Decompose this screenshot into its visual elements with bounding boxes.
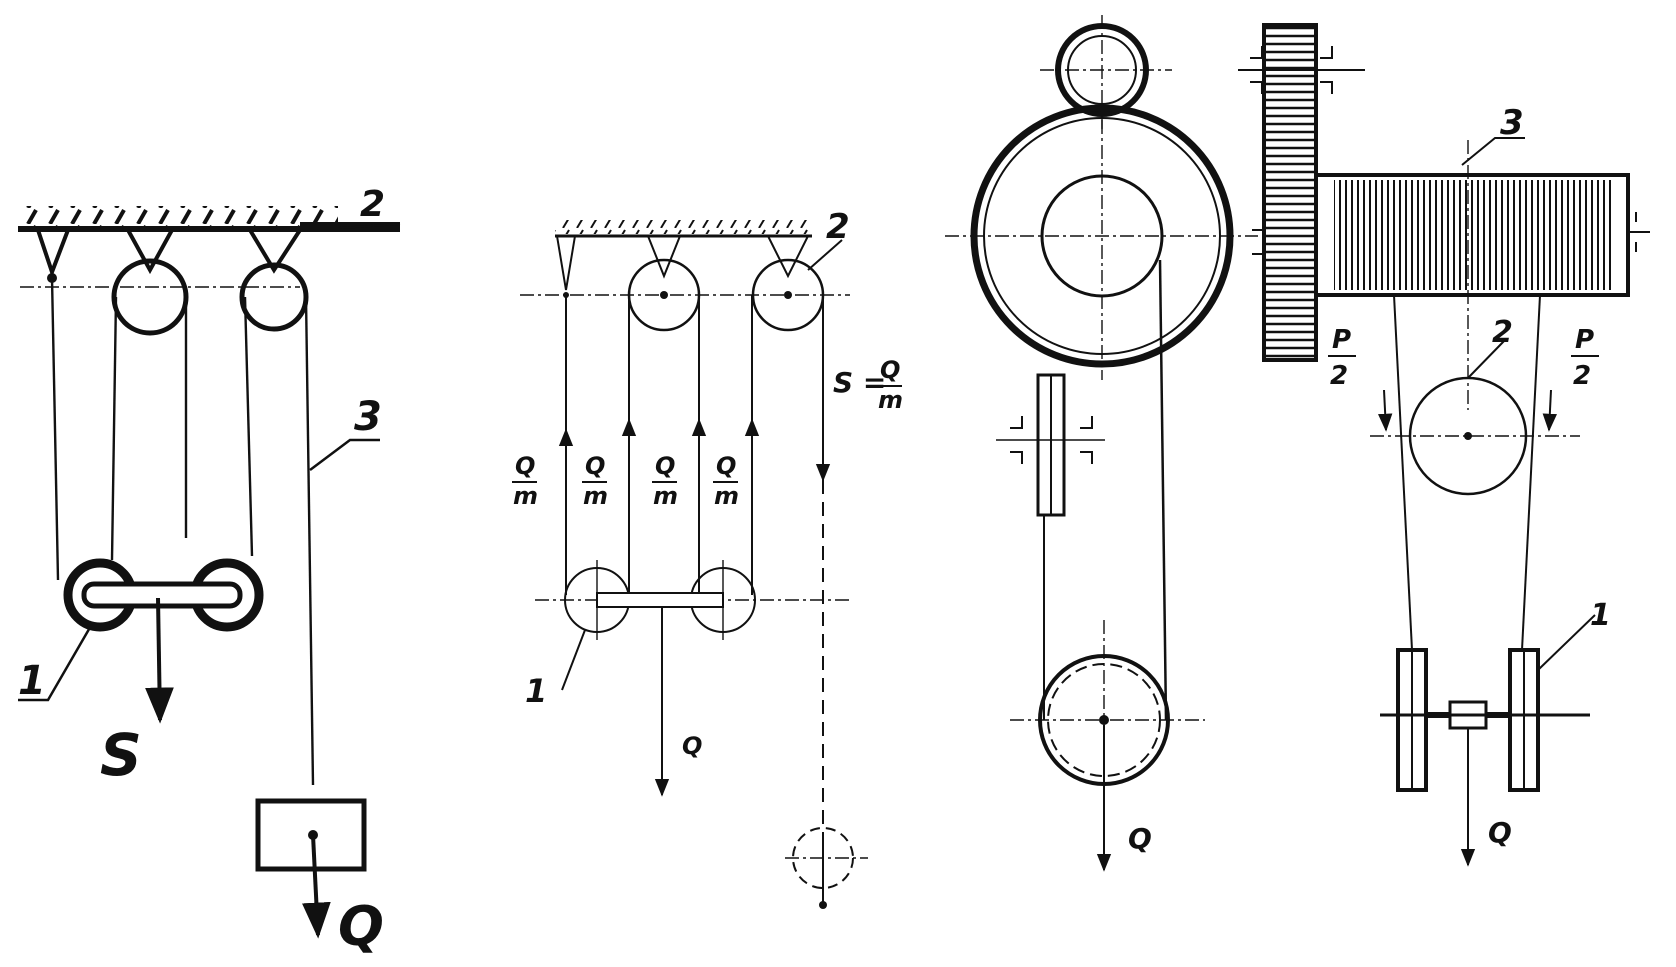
block-bar xyxy=(81,581,243,609)
ceiling-hatch xyxy=(20,206,338,228)
label-b-2: 2 xyxy=(826,207,850,247)
label-qm-1-den: m xyxy=(513,482,538,510)
rope-c-right xyxy=(1158,259,1168,721)
figure-a: 2 3 1 S Q xyxy=(18,184,401,958)
label-qm-2-den: m xyxy=(583,482,608,510)
label-qm-4-num: Q xyxy=(716,452,736,480)
label-qm-3-num: Q xyxy=(655,452,675,480)
label-d-2: 2 xyxy=(1492,315,1513,350)
load-block xyxy=(255,798,367,872)
label-d-p-left-num: P xyxy=(1332,325,1351,355)
label-b-s-den: m xyxy=(878,386,903,414)
label-qm-1-num: Q xyxy=(515,452,535,480)
figure-b: 2 1 S = Q m Q m Q m Q m Q m Q xyxy=(512,207,903,909)
label-s: S xyxy=(100,721,142,789)
label-b-s: S = xyxy=(833,366,886,399)
label-b-q: Q xyxy=(682,732,702,760)
label-c-q: Q xyxy=(1128,822,1152,855)
gear-d xyxy=(1262,23,1318,362)
label-qm-4-den: m xyxy=(714,482,739,510)
label-2: 2 xyxy=(360,184,385,225)
label-1: 1 xyxy=(18,658,46,704)
rope-to-load xyxy=(304,296,315,786)
label-q: Q xyxy=(338,895,384,958)
label-d-1: 1 xyxy=(1590,598,1611,633)
figure-c: Q xyxy=(945,15,1258,872)
label-qm-3-den: m xyxy=(653,482,678,510)
label-d-p-left-den: 2 xyxy=(1330,361,1348,391)
label-qm-2-num: Q xyxy=(585,452,605,480)
label-d-3: 3 xyxy=(1500,103,1524,143)
label-d-q: Q xyxy=(1488,816,1512,849)
label-d-p-right-num: P xyxy=(1575,325,1594,355)
label-b-1: 1 xyxy=(525,672,547,710)
label-b-s-num: Q xyxy=(880,356,900,384)
pulley-top-right xyxy=(239,262,309,332)
force-arrow-s xyxy=(145,597,174,724)
figure-d: 3 2 P 2 P 2 1 Q xyxy=(1238,23,1650,867)
load-arrow xyxy=(301,834,331,939)
label-d-p-right-den: 2 xyxy=(1573,361,1591,391)
label-3: 3 xyxy=(354,394,382,440)
